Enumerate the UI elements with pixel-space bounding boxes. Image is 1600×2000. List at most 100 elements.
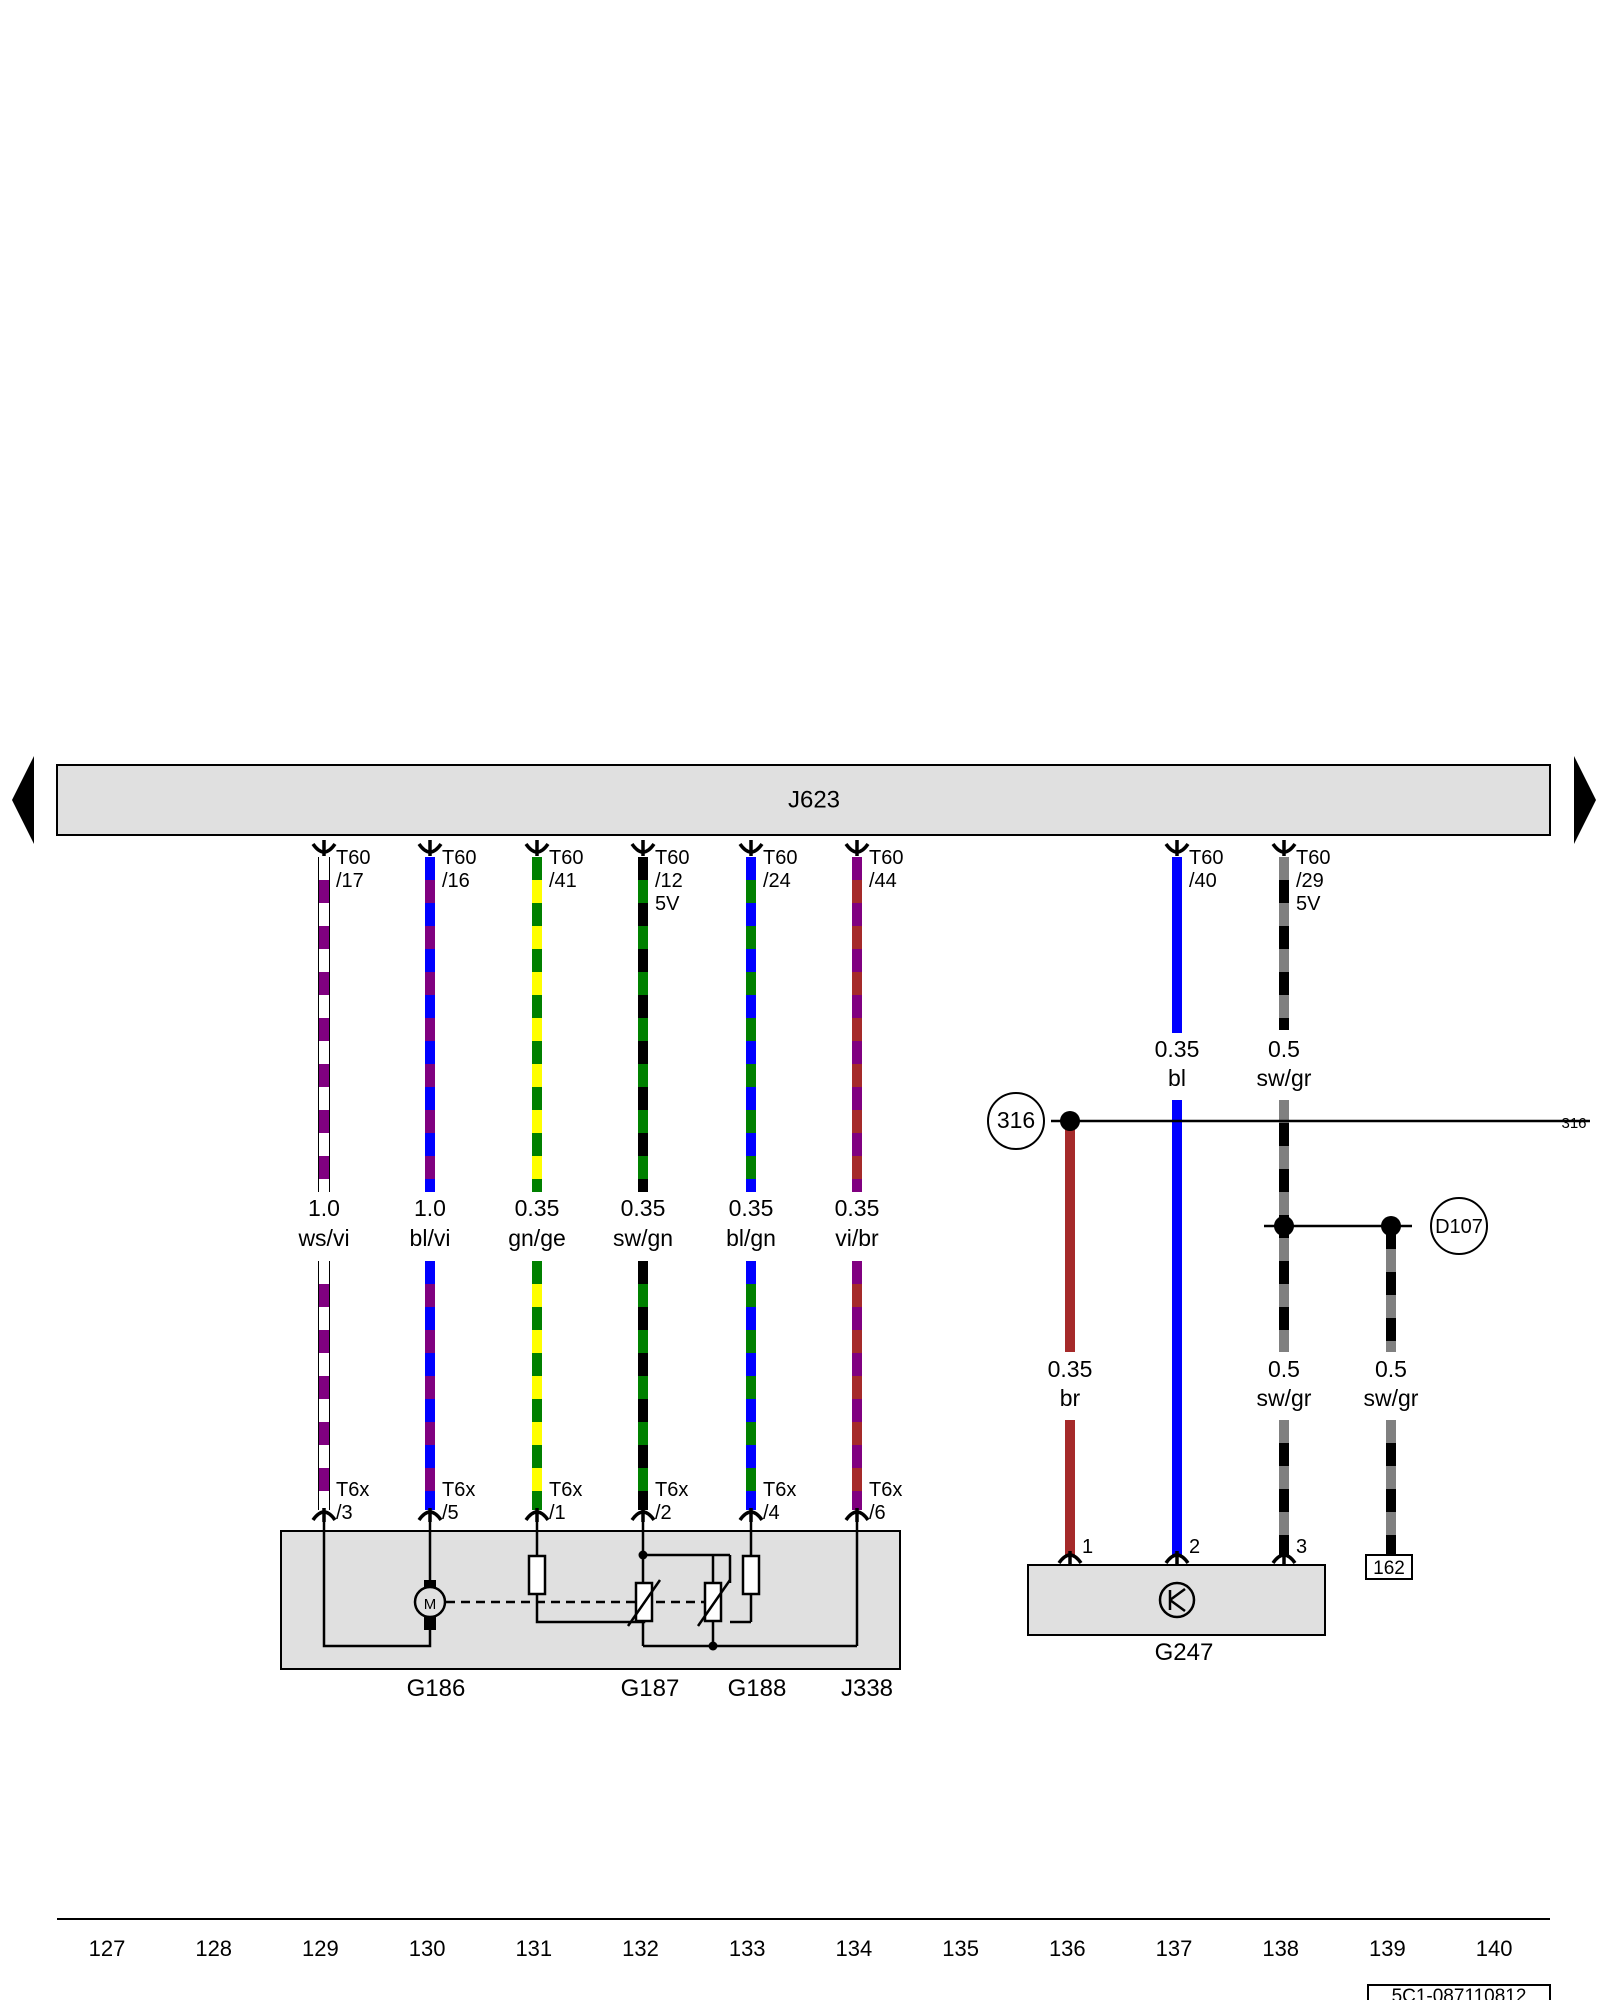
pin-top-label-0-1: /17	[336, 870, 364, 892]
footer-number-130: 130	[409, 1936, 446, 1961]
wire-size-label-4: 0.35	[729, 1195, 774, 1221]
pin-bottom-label-2-1: /1	[549, 1502, 566, 1524]
pin-bl-top-0: T60	[1189, 847, 1223, 869]
nav-left-arrow[interactable]	[12, 756, 34, 844]
pin-top-label-2-0: T60	[549, 847, 583, 869]
wire-upper-4	[746, 857, 756, 1192]
sensor-box	[1027, 1564, 1326, 1636]
footer-number-129: 129	[302, 1936, 339, 1961]
wire-swgr-upper	[1279, 857, 1289, 1030]
pin-bottom-label-0-1: /3	[336, 1502, 353, 1524]
footer-number-134: 134	[836, 1936, 873, 1961]
pin-bottom-label-4-1: /4	[763, 1502, 780, 1524]
wire-br-color: br	[1060, 1385, 1081, 1411]
wire-color-label-1: bl/vi	[410, 1225, 451, 1251]
connector-top-3	[630, 840, 656, 856]
connector-bottom-5	[844, 1508, 870, 1522]
ref-circle-316-label: 316	[997, 1107, 1035, 1133]
component-g187-label: G187	[621, 1675, 680, 1702]
wire-swgr-color-lower: sw/gr	[1257, 1385, 1312, 1411]
module-circuit	[322, 1515, 859, 1648]
wire-upper-3	[638, 857, 648, 1192]
ref-right-316-label: 316	[1561, 1115, 1586, 1132]
wire-size-label-1: 1.0	[414, 1195, 446, 1221]
connector-swgr-bottom	[1271, 1551, 1297, 1565]
pin-top-label-0-0: T60	[336, 847, 370, 869]
pin-top-label-3-1: /12	[655, 870, 683, 892]
pin-bottom-label-4-0: T6x	[763, 1479, 796, 1501]
footer-number-136: 136	[1049, 1936, 1086, 1961]
connector-bl-bottom	[1164, 1551, 1190, 1565]
sensor-symbol-glyph	[1168, 1587, 1186, 1613]
junction-node-2	[1381, 1216, 1401, 1236]
pin-swgr-top-1: /29	[1296, 870, 1324, 892]
wire-lower-2	[532, 1261, 542, 1510]
wire-br-size: 0.35	[1048, 1356, 1093, 1382]
ref-circle-316[interactable]	[987, 1092, 1045, 1150]
ref-box-162-label: 162	[1373, 1558, 1405, 1579]
wire-swgr-lower	[1279, 1420, 1289, 1555]
pin-top-label-1-0: T60	[442, 847, 476, 869]
wire-bl-color: bl	[1168, 1065, 1186, 1091]
wire-branch-upper	[1386, 1226, 1396, 1352]
wire-lower-0	[318, 1261, 330, 1510]
nav-right-arrow[interactable]	[1574, 756, 1596, 844]
pin-bottom-label-1-1: /5	[442, 1502, 459, 1524]
wire-size-label-5: 0.35	[835, 1195, 880, 1221]
pin-bl-top-1: /40	[1189, 870, 1217, 892]
footer-number-127: 127	[89, 1936, 126, 1961]
wire-color-label-2: gn/ge	[508, 1225, 566, 1251]
connector-top-1	[417, 840, 443, 856]
ref-circle-d107-label: D107	[1435, 1216, 1483, 1238]
connector-br-bottom	[1057, 1551, 1083, 1565]
connector-top-2	[524, 840, 550, 856]
wire-upper-1	[425, 857, 435, 1192]
pin-swgr-top-0: T60	[1296, 847, 1330, 869]
wire-size-label-3: 0.35	[621, 1195, 666, 1221]
wire-lower-5	[852, 1261, 862, 1510]
motor-symbol-label: M	[424, 1596, 437, 1613]
pin-bottom-label-3-1: /2	[655, 1502, 672, 1524]
wire-upper-2	[532, 857, 542, 1192]
control-unit-label: J623	[788, 786, 840, 813]
ref-circle-d107[interactable]	[1430, 1197, 1488, 1255]
connector-bottom-3	[630, 1508, 656, 1522]
pin-top-label-4-0: T60	[763, 847, 797, 869]
connector-bottom-2	[524, 1508, 550, 1522]
component-g186-label: G186	[407, 1675, 466, 1702]
footer-number-138: 138	[1262, 1936, 1299, 1961]
control-unit-bar	[56, 764, 1551, 836]
junction-node-1	[1274, 1216, 1294, 1236]
sensor-symbol	[1158, 1581, 1196, 1619]
pin-top-label-5-0: T60	[869, 847, 903, 869]
footer-number-128: 128	[195, 1936, 232, 1961]
connector-top-0	[311, 840, 337, 856]
footer-number-139: 139	[1369, 1936, 1406, 1961]
pin-bottom-label-1-0: T6x	[442, 1479, 475, 1501]
connector-top-5	[844, 840, 870, 856]
pin-top-label-5-1: /44	[869, 870, 897, 892]
connector-bottom-4	[738, 1508, 764, 1522]
wire-upper-5	[852, 857, 862, 1192]
component-g188-label: G188	[728, 1675, 787, 1702]
wire-color-label-5: vi/br	[835, 1225, 879, 1251]
wire-swgr-size: 0.5	[1268, 1036, 1300, 1062]
sensor-label: G247	[1155, 1639, 1214, 1666]
pin-bottom-label-5-1: /6	[869, 1502, 886, 1524]
pin-bottom-label-5-0: T6x	[869, 1479, 902, 1501]
connector-swgr-top	[1271, 840, 1297, 856]
pin-bottom-label-3-0: T6x	[655, 1479, 688, 1501]
wire-lower-3	[638, 1261, 648, 1510]
wire-size-label-0: 1.0	[308, 1195, 340, 1221]
pin-top-label-1-1: /16	[442, 870, 470, 892]
footer-number-131: 131	[515, 1936, 552, 1961]
ref-box-162[interactable]	[1365, 1554, 1413, 1580]
wire-color-label-0: ws/vi	[297, 1225, 349, 1251]
component-j338-label: J338	[841, 1675, 893, 1702]
junction-node-0	[1060, 1111, 1080, 1131]
pin-swgr-bottom: 3	[1296, 1536, 1307, 1558]
pin-br-bottom: 1	[1082, 1536, 1093, 1558]
pin-bottom-label-2-0: T6x	[549, 1479, 582, 1501]
